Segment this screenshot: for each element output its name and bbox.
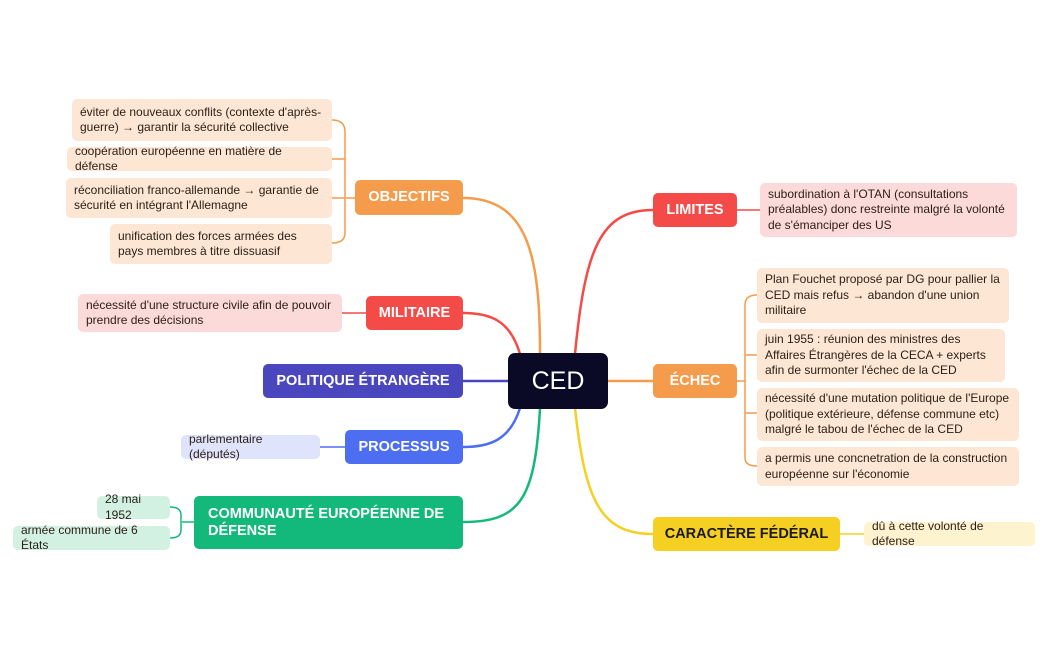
branch-militaire[interactable]: MILITAIRE [366, 296, 463, 330]
leaf-echec-2[interactable]: juin 1955 : réunion des ministres des Af… [757, 329, 1005, 382]
bracket-objectifs [331, 119, 355, 244]
leaf-communaute-armee[interactable]: armée commune de 6 États [13, 523, 170, 552]
leaf-militaire-1[interactable]: nécessité d'une structure civile afin de… [78, 294, 342, 332]
leaf-processus-1[interactable]: parlementaire (députés) [181, 432, 320, 461]
central-topic[interactable]: CED [508, 353, 608, 409]
branch-limites[interactable]: LIMITES [653, 193, 737, 227]
leaf-communaute-date[interactable]: 28 mai 1952 [97, 492, 170, 522]
link-communaute [462, 407, 542, 524]
leaf-echec-4[interactable]: a permis une concnetration de la constru… [757, 447, 1019, 486]
branch-processus[interactable]: PROCESSUS [345, 430, 463, 464]
leaf-objectifs-3[interactable]: réconciliation franco-allemande → garant… [66, 178, 332, 218]
branch-politique-etrangere[interactable]: POLITIQUE ÉTRANGÈRE [263, 364, 463, 398]
link-processus [462, 407, 522, 449]
link-militaire [462, 311, 522, 355]
branch-objectifs[interactable]: OBJECTIFS [355, 180, 463, 215]
link-objectifs [462, 196, 542, 355]
leaf-federal-1[interactable]: dû à cette volonté de défense [864, 519, 1035, 548]
leaf-echec-1[interactable]: Plan Fouchet proposé par DG pour pallier… [757, 268, 1009, 323]
bracket-echec [737, 294, 758, 467]
link-federal [573, 407, 654, 536]
leaf-objectifs-1[interactable]: éviter de nouveaux conflits (contexte d'… [72, 99, 332, 141]
branch-caractere-federal[interactable]: CARACTÈRE FÉDÉRAL [653, 517, 840, 551]
leaf-objectifs-2[interactable]: coopération européenne en matière de déf… [67, 144, 332, 173]
branch-communaute[interactable]: COMMUNAUTÉ EUROPÉENNE DE DÉFENSE [194, 496, 463, 549]
bracket-communaute [169, 506, 194, 539]
leaf-limites-1[interactable]: subordination à l'OTAN (consultations pr… [760, 183, 1017, 237]
leaf-objectifs-4[interactable]: unification des forces armées des pays m… [110, 224, 332, 264]
link-limites [573, 208, 654, 355]
leaf-echec-3[interactable]: nécessité d'une mutation politique de l'… [757, 388, 1019, 441]
branch-echec[interactable]: ÉCHEC [653, 364, 737, 398]
